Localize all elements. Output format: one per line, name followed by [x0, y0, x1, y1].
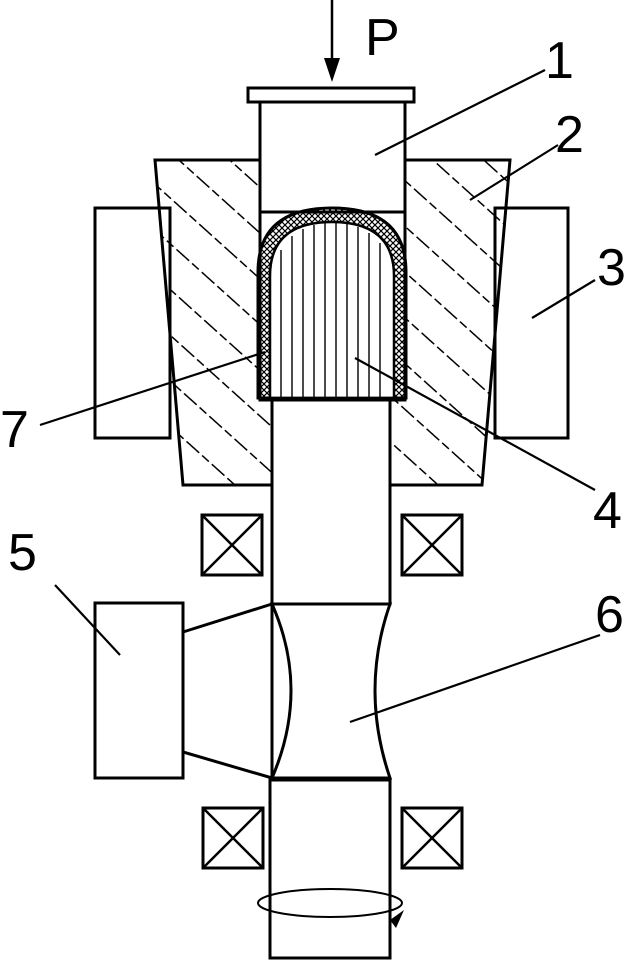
deformation-zone	[269, 602, 393, 780]
coil-lower-right	[400, 806, 464, 870]
heater-cone	[181, 601, 274, 781]
heater-block	[93, 601, 185, 780]
label-force-P: P	[365, 9, 400, 67]
sample-core	[268, 220, 396, 400]
leader-lines	[39, 69, 601, 724]
rotation-arrow-icon	[257, 888, 404, 928]
label-part-1: 1	[545, 32, 574, 90]
label-part-7: 7	[0, 401, 29, 459]
lower-rod	[268, 778, 392, 960]
coil-upper-right	[400, 513, 464, 577]
punch-body	[258, 100, 407, 214]
label-part-5: 5	[8, 524, 37, 582]
coil-upper-left	[200, 513, 264, 577]
force-arrow-icon	[324, 0, 340, 82]
label-part-6: 6	[595, 586, 624, 644]
coil-lower-left	[201, 806, 265, 870]
label-part-2: 2	[555, 106, 584, 164]
sample-stripes	[280, 223, 381, 398]
label-part-4: 4	[593, 482, 622, 540]
label-part-3: 3	[597, 239, 626, 297]
upper-rod	[270, 398, 392, 606]
punch-cap	[246, 86, 416, 104]
side-block-left	[93, 206, 172, 440]
side-block-right	[493, 206, 570, 440]
